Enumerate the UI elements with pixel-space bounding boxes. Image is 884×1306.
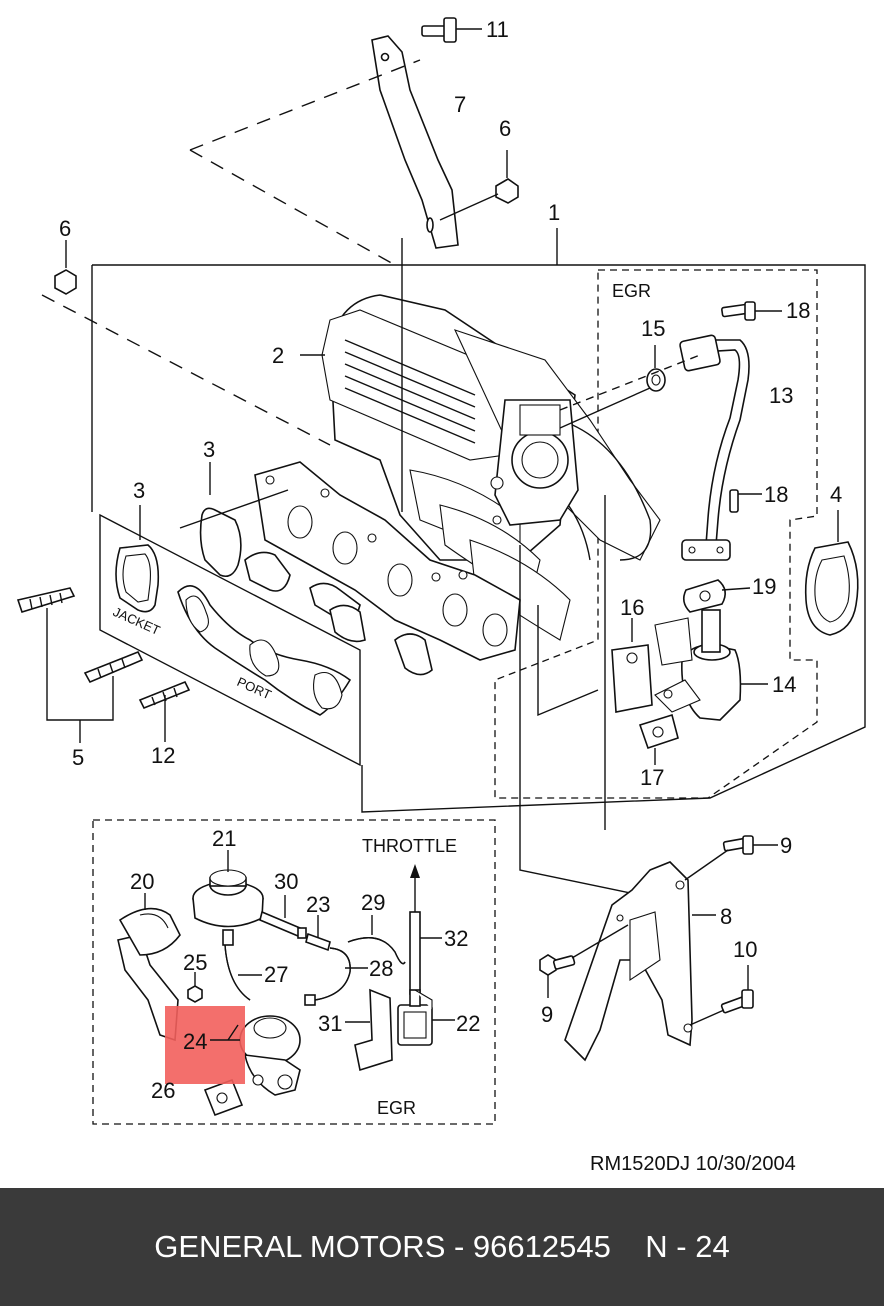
bracket-20 bbox=[117, 893, 181, 1042]
bolt-10 bbox=[689, 965, 754, 1026]
nut-6-left bbox=[41, 240, 331, 446]
callout-22: 22 bbox=[456, 1011, 480, 1036]
gasket-panel: JACKET PORT bbox=[99, 513, 361, 767]
egr-section-label-top: EGR bbox=[612, 281, 651, 301]
bolt-9-upper bbox=[684, 835, 778, 881]
leader-5 bbox=[46, 608, 114, 721]
gasket-15 bbox=[559, 345, 701, 429]
callout-15: 15 bbox=[641, 316, 665, 341]
callout-16: 16 bbox=[620, 595, 644, 620]
throttle-label: THROTTLE bbox=[362, 836, 457, 856]
gasket-17 bbox=[638, 713, 679, 765]
egr-dashed-box bbox=[494, 269, 818, 799]
footer-bar: GENERAL MOTORS - 96612545 N - 24 bbox=[0, 1188, 884, 1306]
bolt-9-lower bbox=[539, 924, 629, 998]
callout-17: 17 bbox=[640, 765, 664, 790]
callout-9-upper: 9 bbox=[780, 833, 792, 858]
gasket-26 bbox=[203, 1078, 244, 1117]
callout-21: 21 bbox=[212, 826, 236, 851]
callout-25: 25 bbox=[183, 950, 207, 975]
callout-5: 5 bbox=[72, 745, 84, 770]
callout-6-left: 6 bbox=[59, 216, 71, 241]
egr-section-label-bottom: EGR bbox=[377, 1098, 416, 1118]
callout-10: 10 bbox=[733, 937, 757, 962]
hose-32 bbox=[409, 864, 442, 995]
callout-30: 30 bbox=[274, 869, 298, 894]
callout-31: 31 bbox=[318, 1011, 342, 1036]
callout-1: 1 bbox=[548, 200, 560, 225]
callout-9-lower: 9 bbox=[541, 1002, 553, 1027]
footer-text: GENERAL MOTORS - 96612545 N - 24 bbox=[154, 1229, 730, 1264]
nut-6-upper bbox=[439, 150, 519, 221]
callout-12: 12 bbox=[151, 743, 175, 768]
callout-8: 8 bbox=[720, 904, 732, 929]
bracket-8 bbox=[564, 861, 716, 1062]
callout-28: 28 bbox=[369, 956, 393, 981]
callout-14: 14 bbox=[772, 672, 796, 697]
callout-3-upper: 3 bbox=[203, 437, 215, 462]
vacuum-modulator-21 bbox=[192, 850, 264, 946]
egr-pipe-13 bbox=[679, 334, 750, 561]
callout-3-lower: 3 bbox=[133, 478, 145, 503]
callout-18-lower: 18 bbox=[764, 482, 788, 507]
gasket-19 bbox=[682, 579, 751, 613]
bolt-11 bbox=[421, 17, 482, 43]
gasket-3-upper bbox=[179, 462, 433, 676]
parts-diagram: JACKET PORT bbox=[16, 17, 866, 1175]
callout-23: 23 bbox=[306, 892, 330, 917]
hose-29 bbox=[347, 915, 406, 965]
hose-28 bbox=[304, 947, 368, 1006]
egr-vacuum-detail-box bbox=[92, 819, 496, 1125]
guide-line-egr bbox=[537, 605, 599, 717]
callout-20: 20 bbox=[130, 869, 154, 894]
guide-line-bracket bbox=[519, 545, 641, 896]
bolt-18-upper bbox=[721, 301, 782, 321]
bracket-7 bbox=[189, 35, 459, 266]
callout-2: 2 bbox=[272, 343, 284, 368]
callout-27: 27 bbox=[264, 962, 288, 987]
solenoid-22 bbox=[397, 989, 455, 1046]
intake-manifold bbox=[254, 294, 661, 661]
highlight-part-24 bbox=[165, 1006, 245, 1084]
callout-4: 4 bbox=[830, 482, 842, 507]
callout-6-upper: 6 bbox=[499, 116, 511, 141]
bracket-31 bbox=[345, 988, 393, 1072]
callout-24: 24 bbox=[183, 1029, 207, 1054]
callout-11: 11 bbox=[486, 17, 509, 42]
hose-30 bbox=[259, 895, 307, 939]
callout-13: 13 bbox=[769, 383, 793, 408]
callout-32: 32 bbox=[444, 926, 468, 951]
stud-5-upper bbox=[16, 587, 76, 613]
bolt-18-lower bbox=[729, 489, 762, 513]
hose-23 bbox=[305, 915, 331, 952]
callout-19: 19 bbox=[752, 574, 776, 599]
leader-24 bbox=[210, 1024, 240, 1041]
callout-26: 26 bbox=[151, 1078, 175, 1103]
callout-18-upper: 18 bbox=[786, 298, 810, 323]
egr-valve-14 bbox=[654, 609, 768, 721]
stud-5-lower bbox=[83, 650, 144, 684]
gasket-4 bbox=[804, 510, 859, 636]
hose-27 bbox=[224, 944, 262, 1001]
main-assembly-outline bbox=[91, 228, 866, 813]
callout-7: 7 bbox=[454, 92, 466, 117]
egr-valve-24 bbox=[239, 1015, 301, 1096]
reference-code: RM1520DJ 10/30/2004 bbox=[590, 1153, 796, 1175]
gasket-16 bbox=[611, 617, 693, 713]
callout-29: 29 bbox=[361, 890, 385, 915]
bolt-25 bbox=[187, 972, 203, 1003]
